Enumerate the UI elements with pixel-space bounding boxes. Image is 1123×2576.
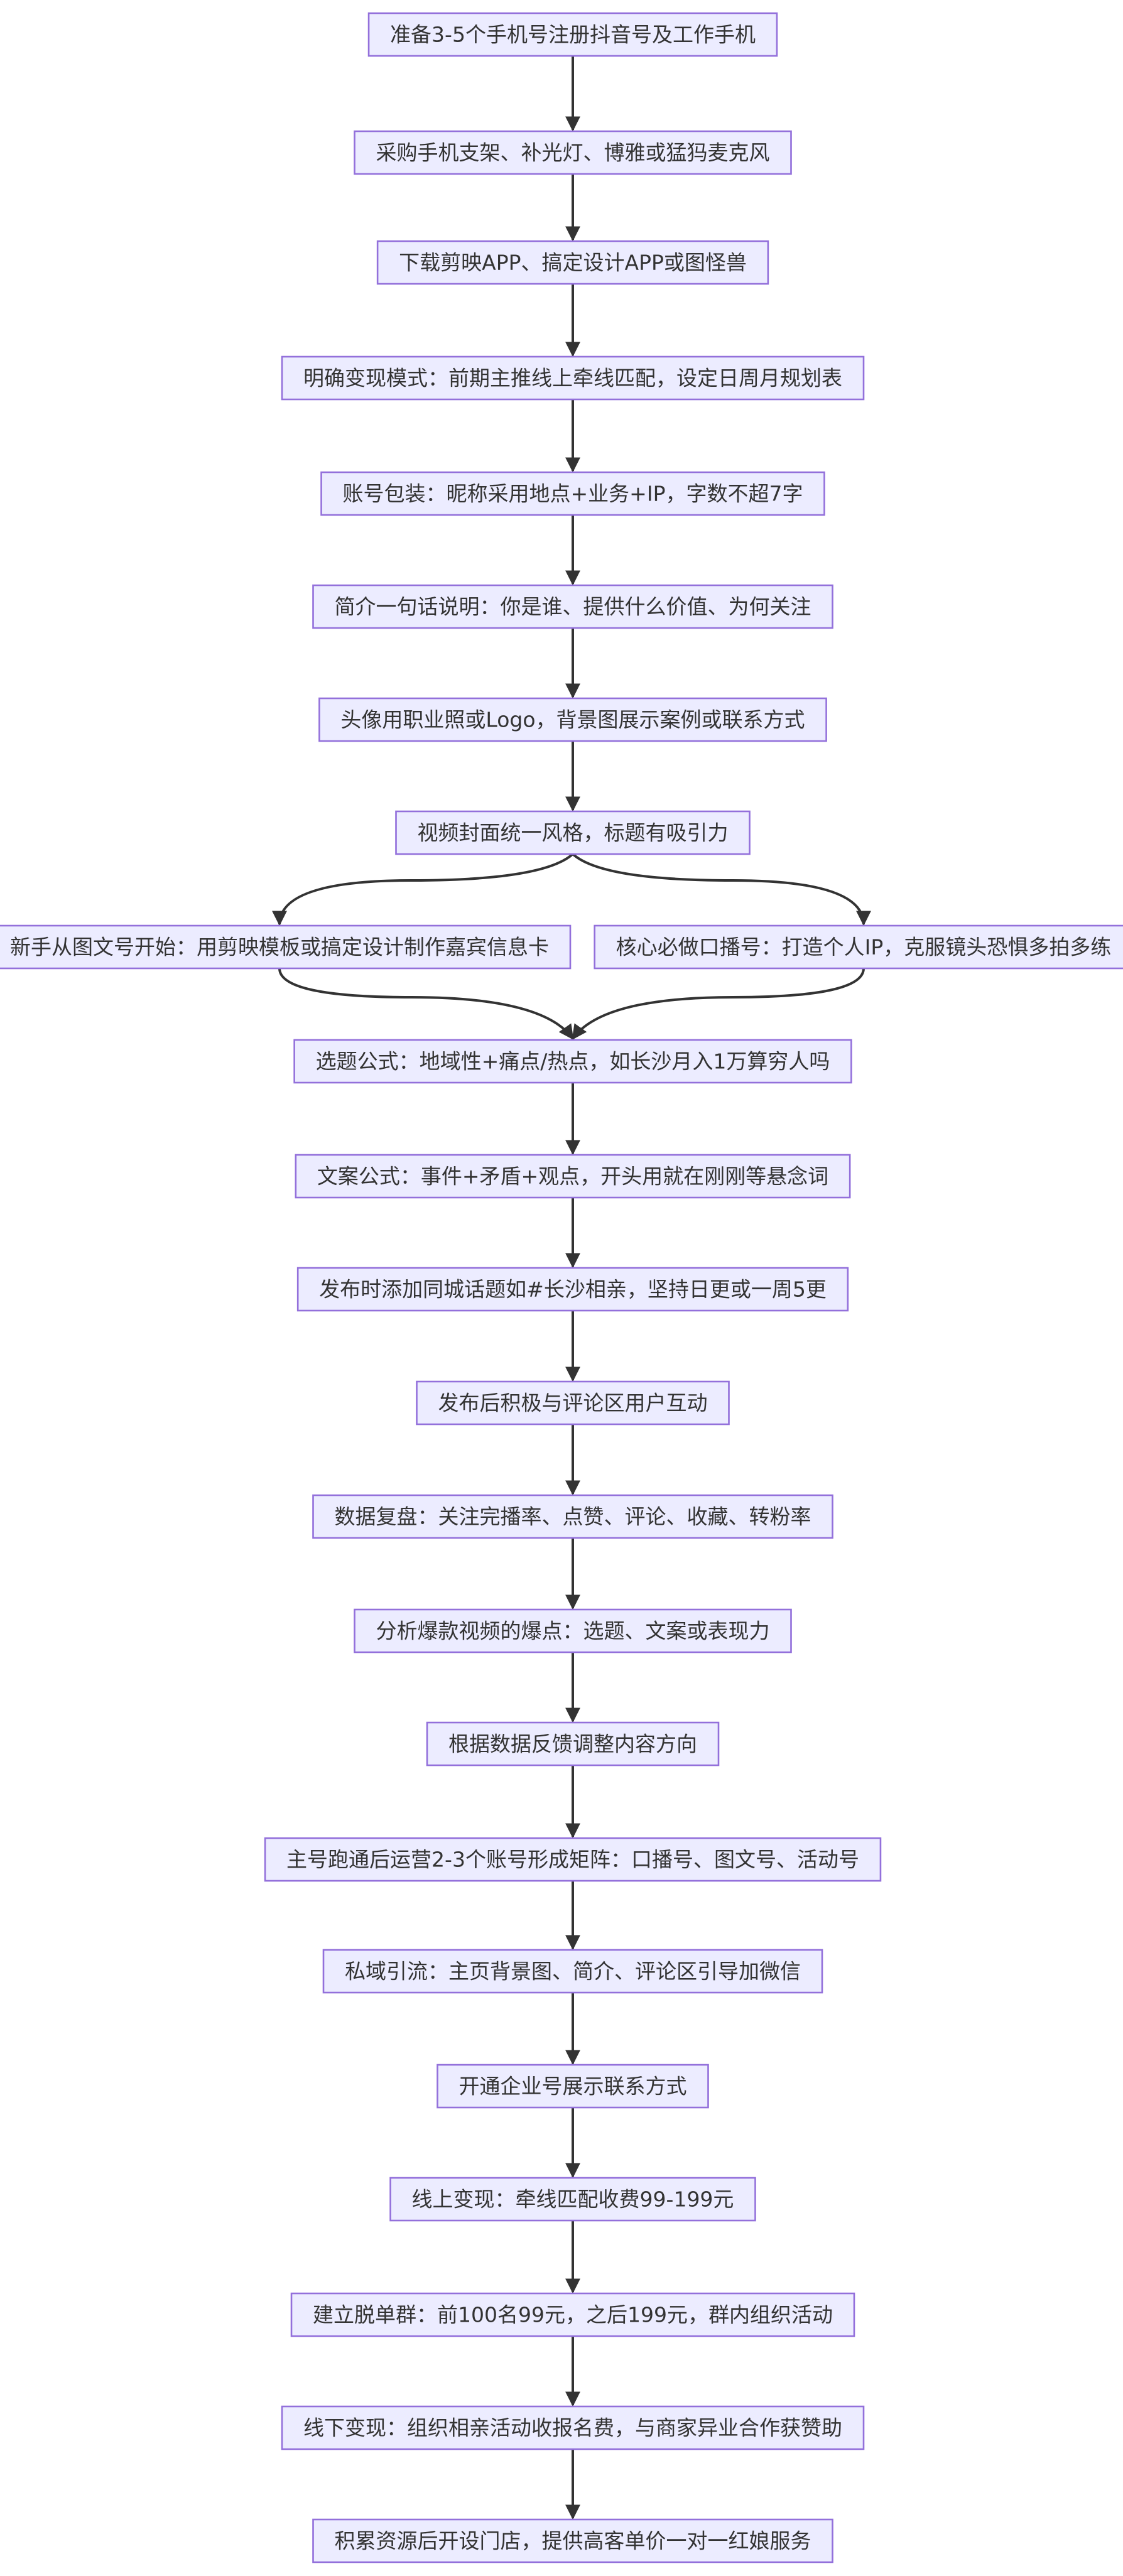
flow-node-label: 头像用职业照或Logo，背景图展示案例或联系方式	[340, 708, 805, 732]
flow-node-label: 新手从图文号开始：用剪映模板或搞定设计制作嘉宾信息卡	[10, 935, 549, 960]
flow-node-box	[295, 1154, 851, 1199]
flow-node-label: 分析爆款视频的爆点：选题、文案或表现力	[376, 1619, 770, 1643]
flow-node-n9b: 核心必做口播号：打造个人IP，克服镜头恐惧多拍多练	[594, 924, 1123, 970]
flow-node-label: 数据复盘：关注完播率、点赞、评论、收藏、转粉率	[335, 1505, 811, 1529]
flow-node-box	[318, 697, 827, 742]
flow-node-n4: 明确变现模式：前期主推线上牵线匹配，设定日周月规划表	[281, 355, 865, 401]
flow-node-label: 选题公式：地域性+痛点/热点，如长沙月入1万算穷人吗	[316, 1049, 830, 1074]
flow-node-n7: 头像用职业照或Logo，背景图展示案例或联系方式	[318, 697, 827, 742]
flow-node-n10: 选题公式：地域性+痛点/热点，如长沙月入1万算穷人吗	[293, 1039, 852, 1084]
flow-edge-n8-n9b	[572, 853, 871, 926]
nodes-layer: 准备3-5个手机号注册抖音号及工作手机采购手机支架、补光灯、博雅或猛犸麦克风下载…	[0, 12, 1123, 2563]
flow-node-n12: 发布时添加同城话题如#长沙相亲，坚持日更或一周5更	[296, 1267, 849, 1312]
flow-node-box	[376, 240, 769, 285]
flow-node-box	[281, 355, 865, 401]
flow-node-n21: 建立脱单群：前100名99元，之后199元，群内组织活动	[290, 2292, 855, 2337]
flow-node-label: 线上变现：牵线匹配收费99-199元	[412, 2187, 734, 2212]
flow-node-box	[312, 584, 833, 629]
flow-node-label: 核心必做口播号：打造个人IP，克服镜头恐惧多拍多练	[616, 935, 1112, 960]
flow-node-box	[389, 2177, 756, 2222]
flow-node-label: 主号跑通后运营2-3个账号形成矩阵：口播号、图文号、活动号	[286, 1848, 859, 1872]
flow-node-n6: 简介一句话说明：你是谁、提供什么价值、为何关注	[312, 584, 833, 629]
flow-node-box	[312, 1494, 833, 1539]
flow-edge-n9b-n10	[572, 968, 865, 1040]
flow-node-box	[354, 130, 792, 175]
flow-node-label: 视频封面统一风格，标题有吸引力	[418, 821, 729, 845]
flow-node-label: 文案公式：事件+矛盾+观点，开头用就在刚刚等悬念词	[317, 1164, 828, 1189]
flow-node-label: 积累资源后开设门店，提供高客单价一对一红娘服务	[335, 2529, 811, 2553]
flow-node-n19: 开通企业号展示联系方式	[437, 2064, 709, 2109]
flow-node-n1: 准备3-5个手机号注册抖音号及工作手机	[367, 12, 778, 57]
flow-node-n8: 视频封面统一风格，标题有吸引力	[395, 810, 751, 855]
flow-node-box	[426, 1721, 720, 1767]
flow-node-box	[281, 2405, 865, 2450]
flow-node-n18: 私域引流：主页背景图、简介、评论区引导加微信	[322, 1949, 823, 1994]
flow-node-box	[0, 924, 572, 970]
flow-node-label: 线下变现：组织相亲活动收报名费，与商家异业合作获赞助	[303, 2416, 842, 2440]
flow-node-label: 明确变现模式：前期主推线上牵线匹配，设定日周月规划表	[303, 366, 842, 391]
flow-node-box	[322, 1949, 823, 1994]
flow-node-label: 私域引流：主页背景图、简介、评论区引导加微信	[345, 1959, 801, 1984]
flow-node-box	[290, 2292, 855, 2337]
flow-node-label: 发布时添加同城话题如#长沙相亲，坚持日更或一周5更	[319, 1277, 827, 1302]
flow-node-label: 发布后积极与评论区用户互动	[438, 1391, 708, 1415]
flow-node-n3: 下载剪映APP、搞定设计APP或图怪兽	[376, 240, 769, 285]
flow-node-label: 简介一句话说明：你是谁、提供什么价值、为何关注	[335, 595, 811, 619]
flow-node-box	[416, 1380, 730, 1426]
flow-node-n20: 线上变现：牵线匹配收费99-199元	[389, 2177, 756, 2222]
flow-node-box	[367, 12, 778, 57]
flow-node-box	[293, 1039, 852, 1084]
flow-node-box	[320, 471, 825, 516]
flow-node-n11: 文案公式：事件+矛盾+观点，开头用就在刚刚等悬念词	[295, 1154, 851, 1199]
flow-node-box	[437, 2064, 709, 2109]
flow-node-n5: 账号包装：昵称采用地点+业务+IP，字数不超7字	[320, 471, 825, 516]
flow-node-box	[354, 1608, 792, 1653]
edges-layer	[272, 56, 871, 2520]
flow-node-box	[312, 2518, 833, 2563]
flow-node-n22: 线下变现：组织相亲活动收报名费，与商家异业合作获赞助	[281, 2405, 865, 2450]
flow-node-n2: 采购手机支架、补光灯、博雅或猛犸麦克风	[354, 130, 792, 175]
flow-node-n16: 根据数据反馈调整内容方向	[426, 1721, 720, 1767]
flow-node-n15: 分析爆款视频的爆点：选题、文案或表现力	[354, 1608, 792, 1653]
flow-node-label: 准备3-5个手机号注册抖音号及工作手机	[390, 23, 756, 47]
flow-node-label: 采购手机支架、补光灯、博雅或猛犸麦克风	[376, 141, 770, 165]
flow-node-box	[264, 1837, 882, 1882]
flow-node-box	[594, 924, 1123, 970]
flow-node-label: 建立脱单群：前100名99元，之后199元，群内组织活动	[313, 2303, 833, 2327]
flow-edge-n8-n9a	[272, 853, 574, 926]
flow-node-label: 下载剪映APP、搞定设计APP或图怪兽	[399, 251, 747, 275]
flow-node-n13: 发布后积极与评论区用户互动	[416, 1380, 730, 1426]
flow-node-n17: 主号跑通后运营2-3个账号形成矩阵：口播号、图文号、活动号	[264, 1837, 882, 1882]
flow-node-box	[395, 810, 751, 855]
flow-node-label: 根据数据反馈调整内容方向	[448, 1732, 697, 1756]
flow-node-box	[296, 1267, 849, 1312]
flow-node-n14: 数据复盘：关注完播率、点赞、评论、收藏、转粉率	[312, 1494, 833, 1539]
flow-edge-n9a-n10	[278, 968, 574, 1040]
flow-node-label: 账号包装：昵称采用地点+业务+IP，字数不超7字	[343, 482, 803, 506]
flow-node-n23: 积累资源后开设门店，提供高客单价一对一红娘服务	[312, 2518, 833, 2563]
flow-node-label: 开通企业号展示联系方式	[459, 2074, 687, 2099]
flow-node-n9a: 新手从图文号开始：用剪映模板或搞定设计制作嘉宾信息卡	[0, 924, 572, 970]
